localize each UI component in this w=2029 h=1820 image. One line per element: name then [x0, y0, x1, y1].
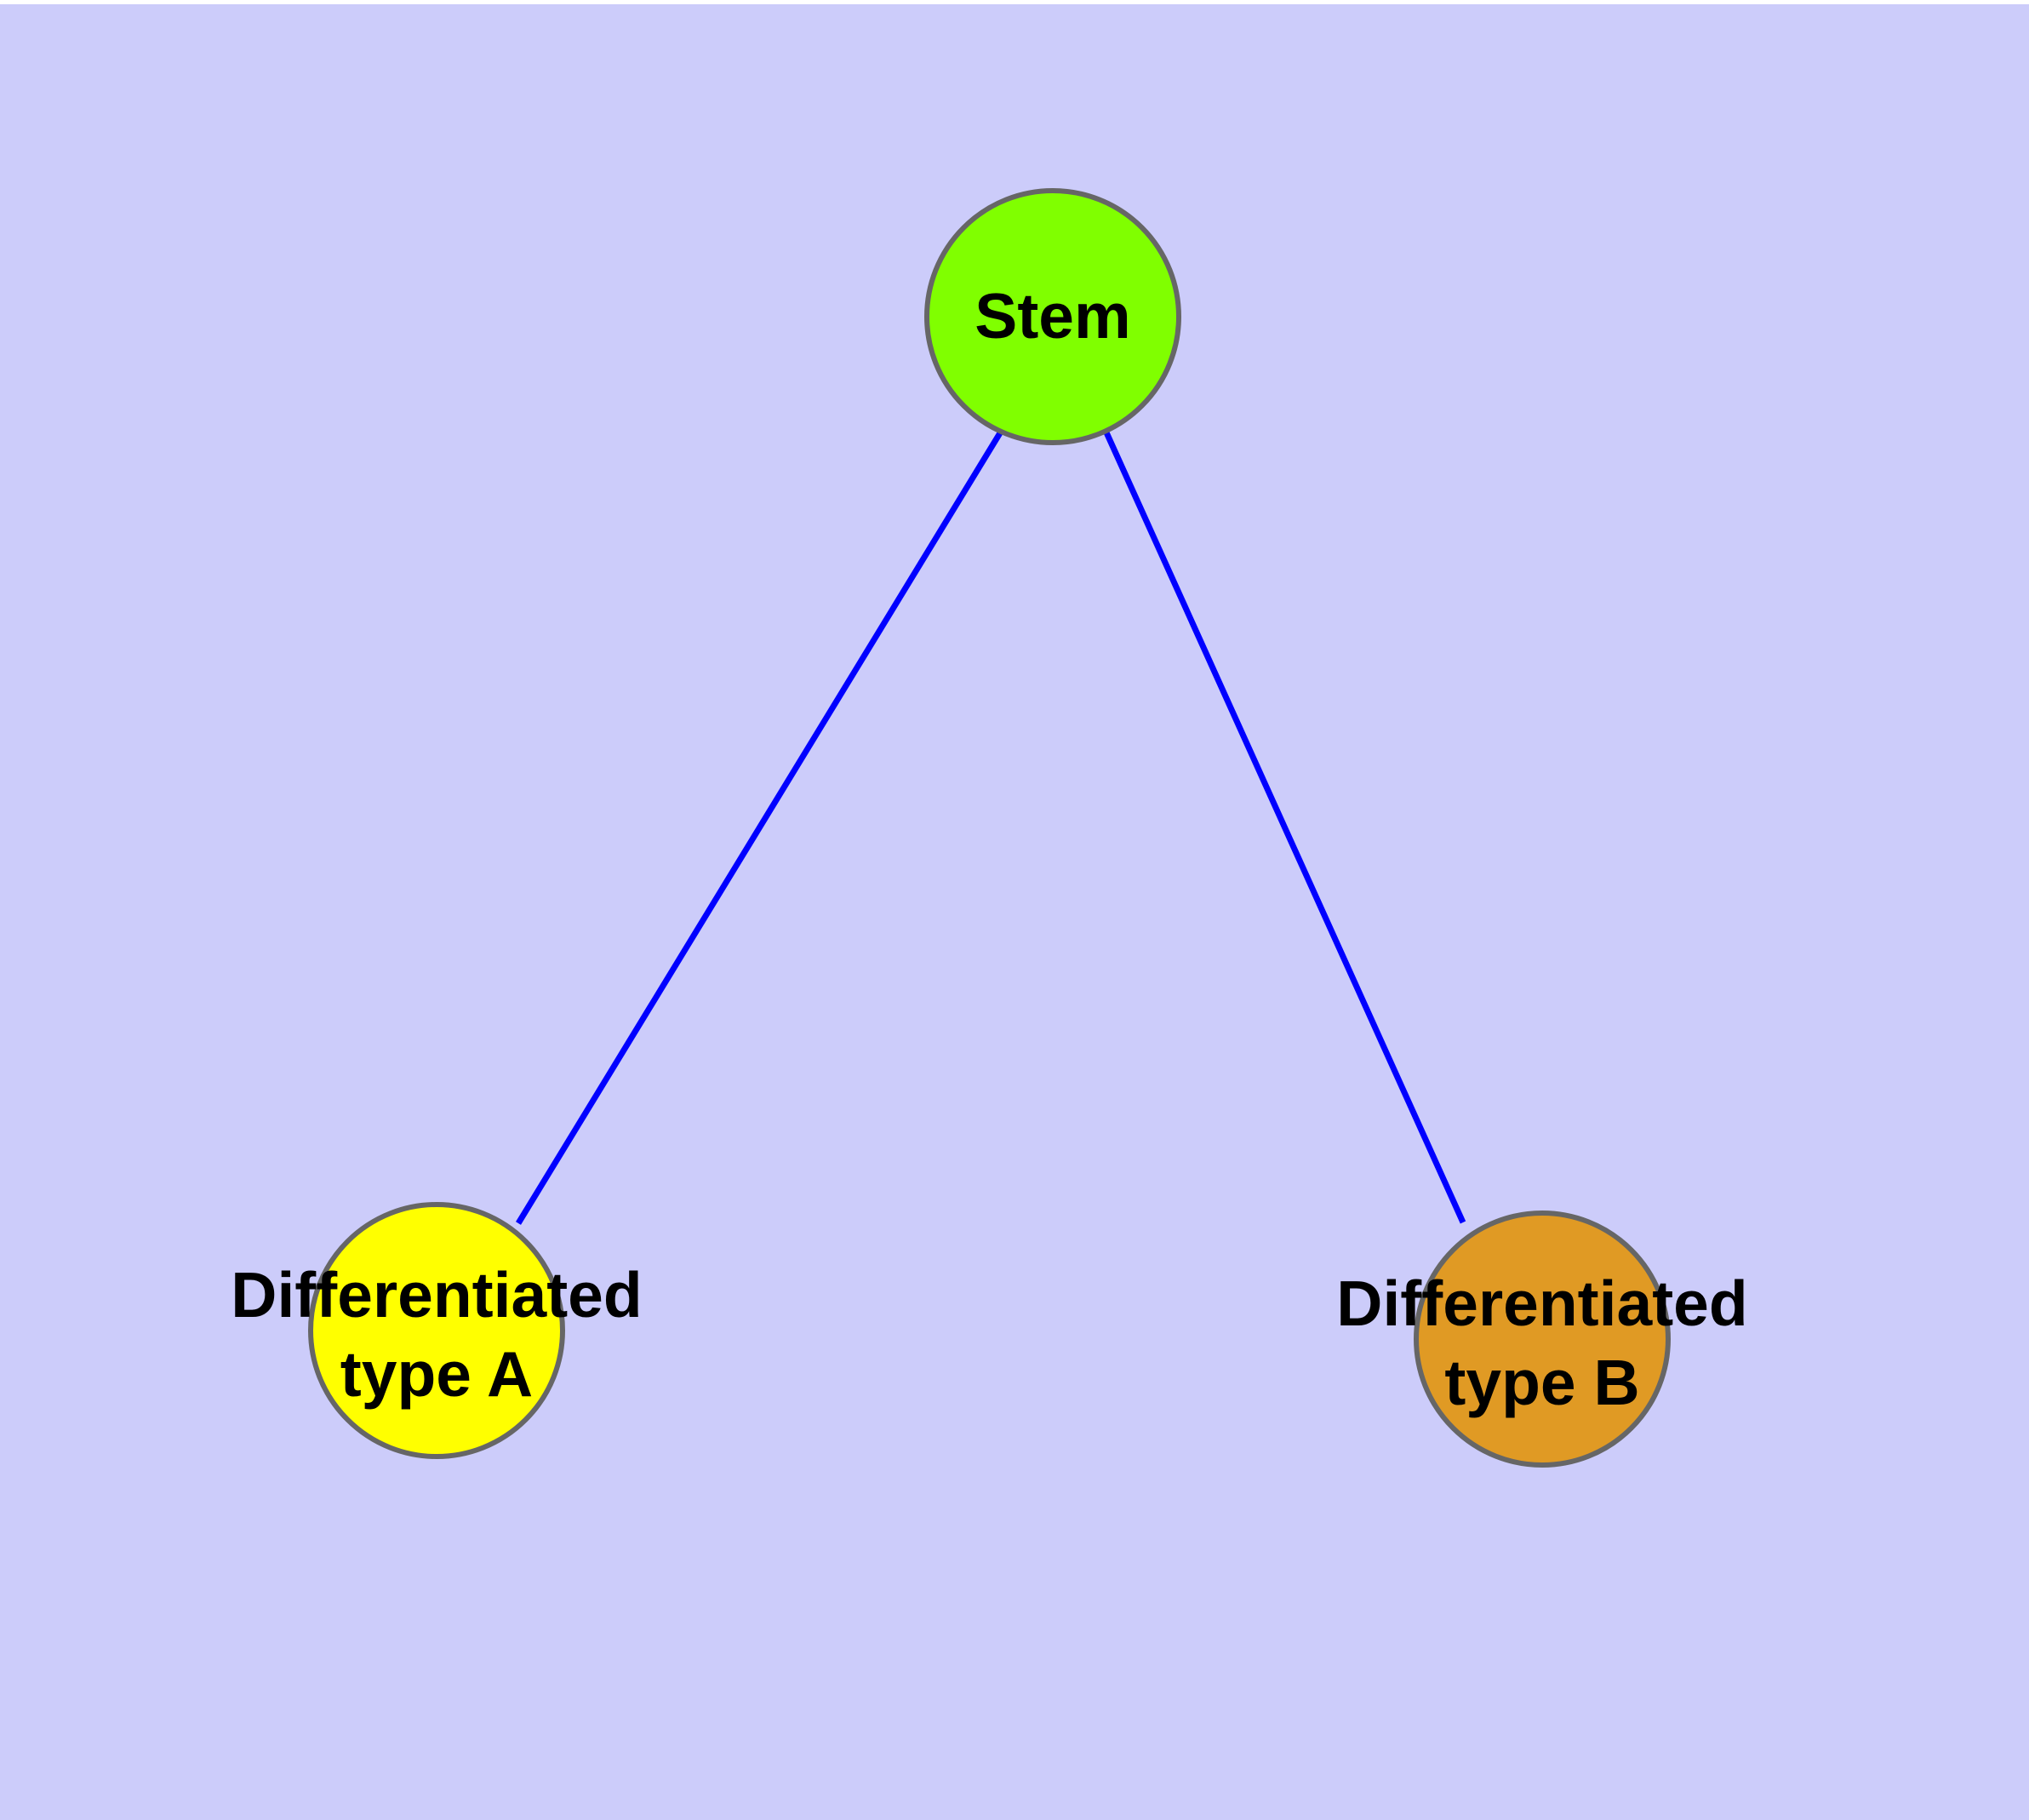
- node-differentiated-type-b-label-line1: Differentiated: [1336, 1268, 1747, 1339]
- node-differentiated-type-a[interactable]: Differentiated type A: [231, 1202, 643, 1459]
- edges-layer: [516, 430, 1466, 1225]
- node-differentiated-type-a-circle[interactable]: [308, 1202, 565, 1459]
- node-stem[interactable]: Stem: [924, 188, 1181, 445]
- edge-stem-to-differentiated-type-a: [516, 430, 1003, 1225]
- node-stem-circle[interactable]: [924, 188, 1181, 445]
- edge-stem-to-differentiated-type-b: [1103, 431, 1466, 1224]
- node-differentiated-type-b[interactable]: Differentiated type B: [1336, 1210, 1748, 1468]
- node-stem-label: Stem: [974, 280, 1130, 352]
- node-differentiated-type-b-circle[interactable]: [1414, 1210, 1671, 1468]
- node-differentiated-type-a-label-line2: type A: [340, 1338, 533, 1410]
- node-differentiated-type-b-label-line2: type B: [1444, 1347, 1639, 1418]
- node-differentiated-type-a-label-line1: Differentiated: [231, 1259, 642, 1331]
- nodes-layer: Stem Differentiated type A Differentiate…: [231, 188, 1748, 1468]
